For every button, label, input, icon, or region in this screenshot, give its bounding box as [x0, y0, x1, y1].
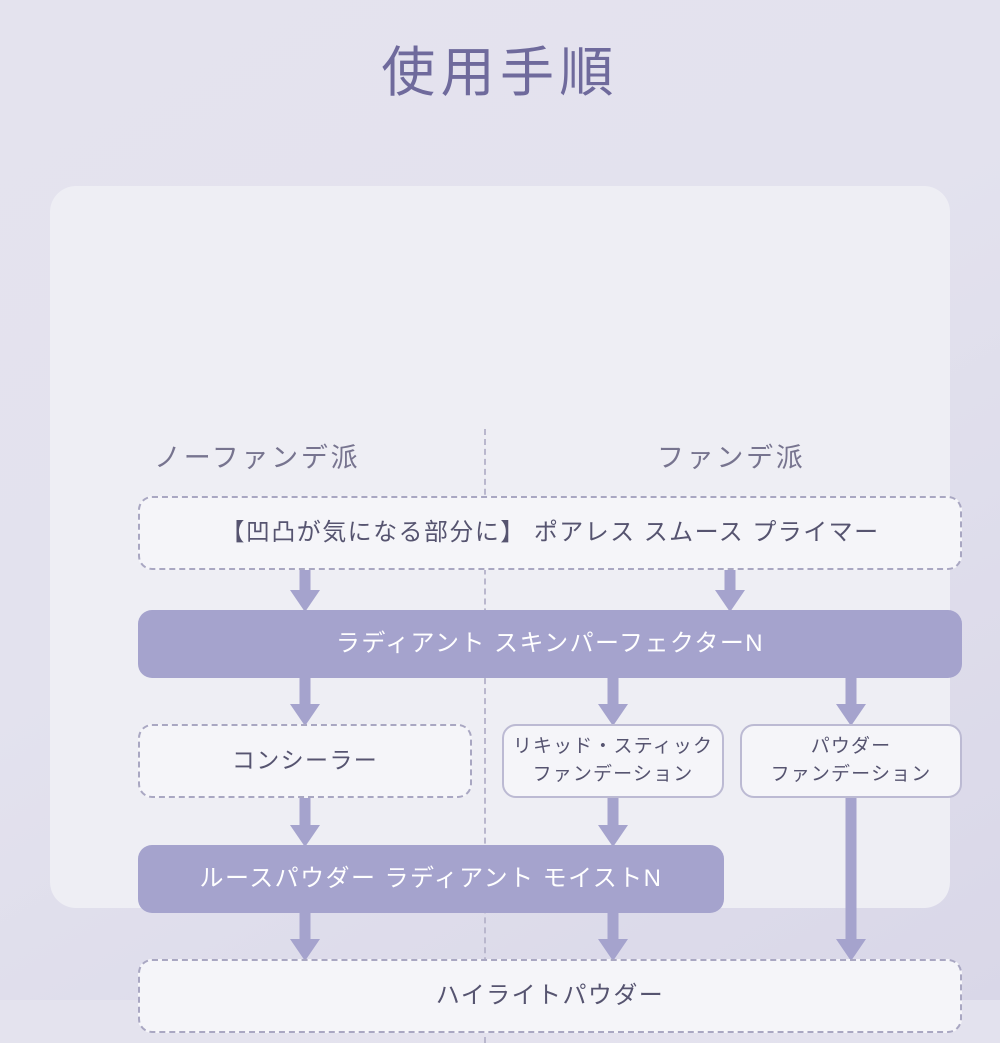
- step-powder-foundation-text: パウダー ファンデーション: [771, 733, 932, 788]
- arrow-radiant-to-powder-foundation: [836, 678, 866, 726]
- step-liquid-stick-foundation[interactable]: リキッド・スティック ファンデーション: [502, 724, 724, 798]
- step-powder-foundation[interactable]: パウダー ファンデーション: [740, 724, 962, 798]
- page-title: 使用手順: [381, 43, 619, 103]
- step-primer[interactable]: 【凹凸が気になる部分に】 ポアレス スムース プライマー: [138, 496, 962, 570]
- step-liquid-stick-foundation-line1: リキッド・スティック: [512, 736, 714, 758]
- step-radiant-skin-perfector[interactable]: ラディアント スキンパーフェクターN: [138, 610, 962, 678]
- arrow-loose-powder-to-highlight-left: [290, 913, 320, 961]
- step-liquid-stick-foundation-text: リキッド・スティック ファンデーション: [513, 733, 713, 788]
- arrow-radiant-to-liquid-foundation: [598, 678, 628, 726]
- step-highlight-powder-label: ハイライトパウダー: [435, 981, 665, 1009]
- arrow-radiant-to-concealer: [290, 678, 320, 726]
- step-radiant-skin-perfector-label: ラディアント スキンパーフェクターN: [335, 629, 765, 657]
- arrow-powder-foundation-to-highlight: [836, 798, 866, 961]
- step-liquid-stick-foundation-line2: ファンデーション: [532, 764, 694, 785]
- step-primer-label: 【凹凸が気になる部分に】 ポアレス スムース プライマー: [220, 518, 880, 546]
- column-header-foundation: ファンデ派: [657, 443, 806, 473]
- step-powder-foundation-line1: パウダー: [810, 736, 892, 758]
- step-concealer[interactable]: コンシーラー: [138, 724, 472, 798]
- arrow-liquid-foundation-to-loose-powder: [598, 798, 628, 847]
- arrow-primer-to-radiant-right: [715, 570, 745, 612]
- arrow-primer-to-radiant-left: [290, 570, 320, 612]
- flow-card: ノーファンデ派 ファンデ派 【凹凸が気になる部分に】 ポアレス スムース プライ…: [50, 186, 962, 1043]
- arrow-concealer-to-loose-powder: [290, 798, 320, 847]
- arrow-loose-powder-to-highlight-right: [598, 913, 628, 961]
- column-divider: [484, 429, 486, 1043]
- step-loose-powder-label: ルースパウダー ラディアント モイストN: [199, 864, 663, 892]
- step-loose-powder[interactable]: ルースパウダー ラディアント モイストN: [138, 845, 724, 913]
- step-concealer-label: コンシーラー: [231, 747, 379, 774]
- step-highlight-powder[interactable]: ハイライトパウダー: [138, 959, 962, 1033]
- step-powder-foundation-line2: ファンデーション: [770, 764, 932, 785]
- column-header-no-foundation: ノーファンデ派: [154, 443, 361, 473]
